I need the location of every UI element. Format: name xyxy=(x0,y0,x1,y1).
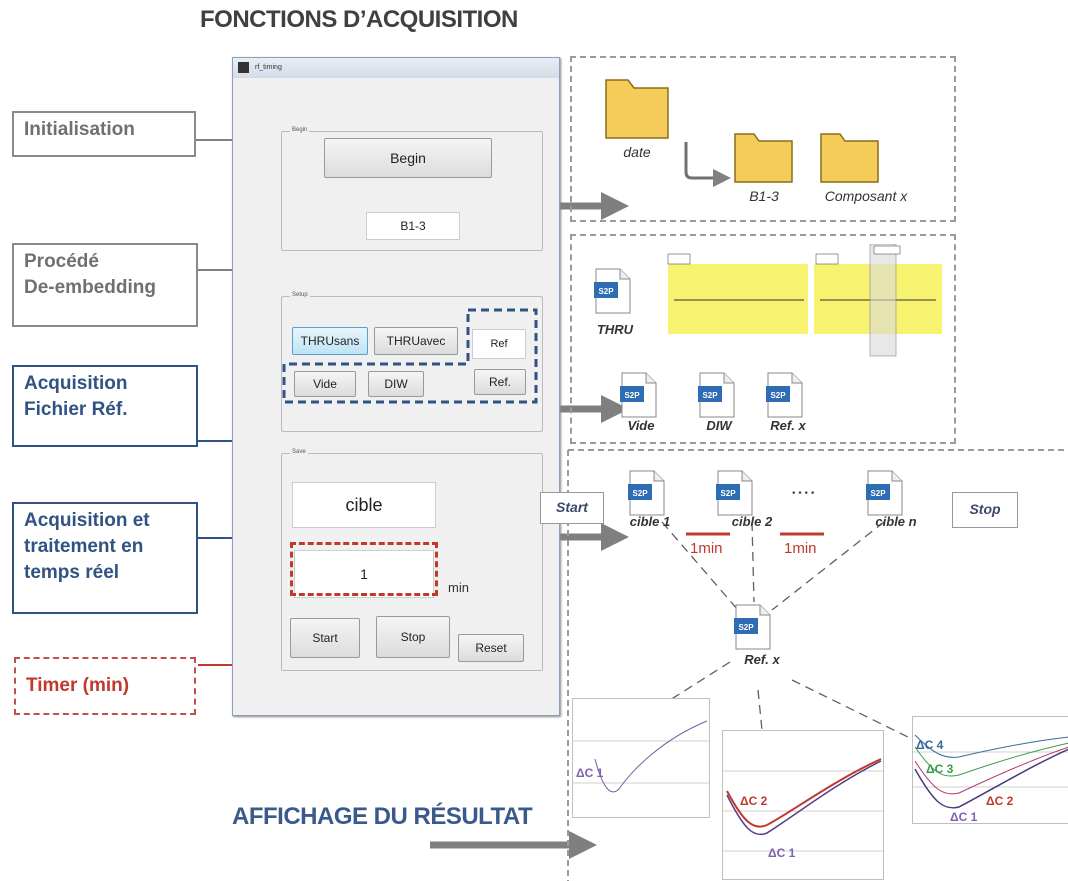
plot2-dc1-label: ΔC 1 xyxy=(768,846,796,860)
plot3-dc2-label: ΔC 2 xyxy=(986,794,1014,808)
initialisation-label: Initialisation xyxy=(12,111,196,157)
result-display-title: AFFICHAGE DU RÉSULTAT xyxy=(232,803,533,830)
min-unit: min xyxy=(448,580,469,595)
begin-group: Begin Begin B1-3 xyxy=(281,127,543,251)
plot-3 xyxy=(912,716,1068,824)
vide-button[interactable]: Vide xyxy=(294,371,356,397)
svg-text:S2P: S2P xyxy=(632,489,648,498)
svg-text:S2P: S2P xyxy=(720,489,736,498)
diw-file-icon: S2P xyxy=(698,372,736,418)
save-group-label: Save xyxy=(290,449,308,455)
ciblen-label: cible n xyxy=(875,514,917,529)
sequence-dots: • • • • xyxy=(792,488,815,499)
svg-text:S2P: S2P xyxy=(624,391,640,400)
ref-button[interactable]: Ref. xyxy=(474,369,526,395)
begin-code-field[interactable]: B1-3 xyxy=(366,212,460,240)
cible-field[interactable]: cible xyxy=(292,482,436,528)
plot3-dc4-label: ΔC 4 xyxy=(916,738,944,752)
cible1-file-icon: S2P xyxy=(628,470,666,516)
stop-button[interactable]: Stop xyxy=(376,616,450,658)
begin-group-label: Begin xyxy=(290,127,310,133)
date-folder-icon xyxy=(605,79,669,139)
ref-field[interactable]: Ref xyxy=(472,329,526,359)
plot-2 xyxy=(722,730,884,880)
acquisition-functions-title: FONCTIONS D’ACQUISITION xyxy=(200,6,518,33)
component-folder-label: Composant x xyxy=(824,188,908,204)
cible2-file-icon: S2P xyxy=(716,470,754,516)
interval-2-label: 1min xyxy=(784,540,817,557)
plot-1 xyxy=(572,698,710,818)
thru-file-label: THRU xyxy=(596,322,634,337)
setup-group: Setup THRUsans THRUavec Ref Vide DIW Ref… xyxy=(281,292,543,432)
date-folder-label: date xyxy=(623,144,651,160)
timer-highlight xyxy=(290,542,438,596)
timer-field[interactable]: 1 xyxy=(294,550,434,598)
refx-label: Ref. x xyxy=(744,652,780,667)
refx-file-icon: S2P xyxy=(734,604,772,650)
deembedding-panel xyxy=(570,234,956,444)
cible1-label: cible 1 xyxy=(629,514,671,529)
folders-panel xyxy=(570,56,956,222)
svg-text:S2P: S2P xyxy=(770,391,786,400)
save-group: Save cible 1 min Start Stop Reset xyxy=(281,449,543,671)
vide-file-label: Vide xyxy=(627,418,655,433)
cible2-label: cible 2 xyxy=(731,514,773,529)
begin-button[interactable]: Begin xyxy=(324,138,492,178)
thru-sans-button[interactable]: THRUsans xyxy=(292,327,368,355)
timer-label: Timer (min) xyxy=(14,657,196,715)
diw-button[interactable]: DIW xyxy=(368,371,424,397)
app-window: rf_timing Begin Begin B1-3 Setup THRUsan… xyxy=(232,57,560,716)
diw-file-label: DIW xyxy=(706,418,732,433)
plot2-dc2-label: ΔC 2 xyxy=(740,794,768,808)
start-button[interactable]: Start xyxy=(290,618,360,658)
window-title: rf_timing xyxy=(255,64,282,71)
component-folder-icon xyxy=(820,133,879,183)
b13-folder-label: B1-3 xyxy=(749,188,779,204)
svg-text:S2P: S2P xyxy=(738,623,754,632)
thru-avec-button[interactable]: THRUavec xyxy=(374,327,458,355)
ciblen-file-icon: S2P xyxy=(866,470,904,516)
setup-group-label: Setup xyxy=(290,292,310,298)
stop-flow-box: Stop xyxy=(952,492,1018,528)
thru-structure-diagram xyxy=(667,244,942,357)
thru-file-icon: S2P xyxy=(594,268,632,314)
start-flow-box: Start xyxy=(540,492,604,524)
svg-text:S2P: S2P xyxy=(598,287,614,296)
b13-folder-icon xyxy=(734,133,793,183)
app-icon xyxy=(238,62,249,73)
svg-text:S2P: S2P xyxy=(870,489,886,498)
ref-file-label: Ref. x xyxy=(770,418,806,433)
window-titlebar: rf_timing xyxy=(233,58,559,78)
plot3-dc1-label: ΔC 1 xyxy=(950,810,978,824)
plot1-dc1-label: ΔC 1 xyxy=(576,766,604,780)
interval-1-label: 1min xyxy=(690,540,723,557)
ref-highlight xyxy=(278,306,540,404)
reset-button[interactable]: Reset xyxy=(458,634,524,662)
ref-file-icon: S2P xyxy=(766,372,804,418)
plot3-dc3-label: ΔC 3 xyxy=(926,762,954,776)
vide-file-icon: S2P xyxy=(620,372,658,418)
svg-text:S2P: S2P xyxy=(702,391,718,400)
